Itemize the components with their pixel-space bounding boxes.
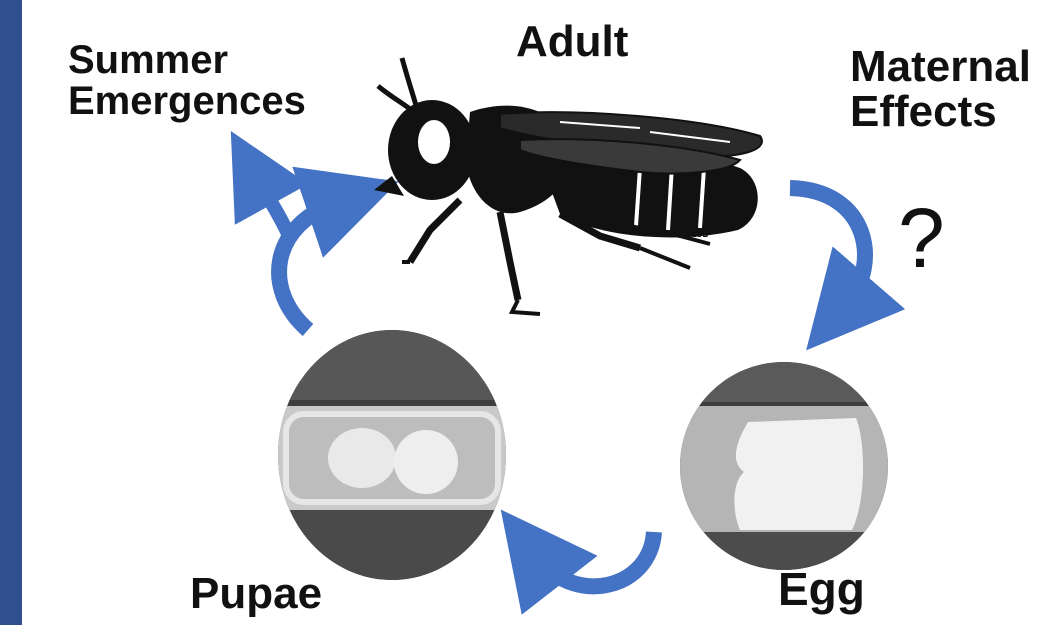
bee-illustration xyxy=(374,58,762,314)
summer-emergences-label: Summer Emergences xyxy=(68,40,306,122)
adult-label: Adult xyxy=(516,20,628,65)
summer-label-line2: Emergences xyxy=(68,81,306,122)
summer-label-line1: Summer xyxy=(68,40,306,81)
maternal-effects-label: Maternal Effects xyxy=(850,45,1031,135)
maternal-label-line1: Maternal xyxy=(850,45,1031,90)
egg-label: Egg xyxy=(778,566,865,613)
arrow-egg-to-pupae xyxy=(540,532,654,586)
arrow-adult-to-egg xyxy=(790,188,865,302)
egg-xray-photo xyxy=(680,362,888,570)
arrow-summer-emergences xyxy=(258,180,290,238)
question-mark: ? xyxy=(898,196,945,280)
pupae-xray-photo xyxy=(278,330,506,580)
maternal-label-line2: Effects xyxy=(850,90,1031,135)
pupae-label: Pupae xyxy=(190,572,322,617)
illustration-initials: ELSB xyxy=(686,230,708,239)
